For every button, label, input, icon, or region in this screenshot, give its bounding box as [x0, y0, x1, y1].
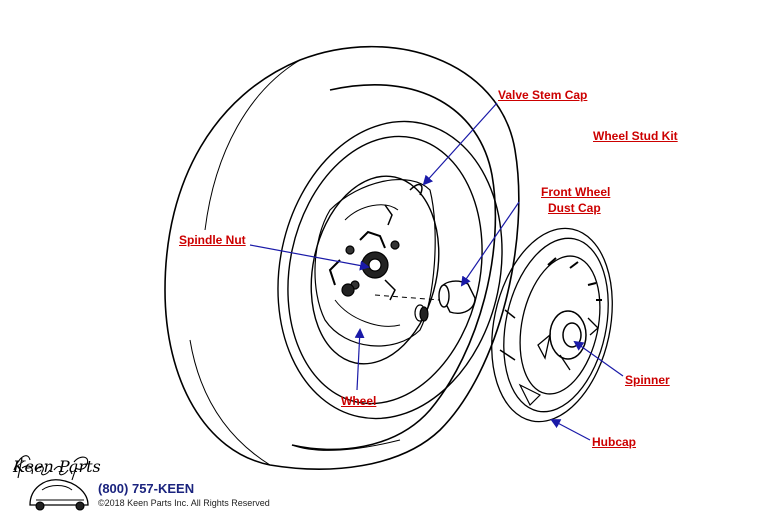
- hubcap: [491, 227, 613, 423]
- wheel-center: [314, 179, 436, 347]
- keen-parts-logo: Keen Parts: [12, 455, 101, 511]
- wheel-arrow: [354, 328, 365, 391]
- valve-stem-cap-link[interactable]: Valve Stem Cap: [498, 88, 588, 102]
- spindle-nut-arrow: [249, 244, 370, 271]
- leader-arrows: [249, 102, 624, 441]
- front-wheel-dust-cap-link-line1[interactable]: Front Wheel: [541, 185, 611, 199]
- dust-cap: [438, 280, 476, 314]
- dust-cap-arrow: [460, 201, 520, 287]
- wheel-stud-kit-link[interactable]: Wheel Stud Kit: [593, 129, 678, 143]
- spindle-nut-link[interactable]: Spindle Nut: [179, 233, 246, 247]
- hubcap-link[interactable]: Hubcap: [592, 435, 637, 449]
- front-wheel-dust-cap-link-line2[interactable]: Dust Cap: [548, 201, 601, 215]
- valve-stem: [414, 304, 429, 322]
- logo-wordmark: Keen Parts: [12, 457, 101, 476]
- wheel-link[interactable]: Wheel: [341, 394, 377, 408]
- copyright-notice: ©2018 Keen Parts Inc. All Rights Reserve…: [98, 498, 270, 508]
- spinner-link[interactable]: Spinner: [625, 373, 670, 387]
- tire: [164, 45, 520, 470]
- spinner-arrow: [573, 340, 624, 377]
- phone-number[interactable]: (800) 757-KEEN: [98, 481, 195, 496]
- rim: [277, 120, 503, 420]
- hubcap-arrow: [550, 419, 591, 441]
- valve-stem-cap-arrow: [422, 102, 498, 186]
